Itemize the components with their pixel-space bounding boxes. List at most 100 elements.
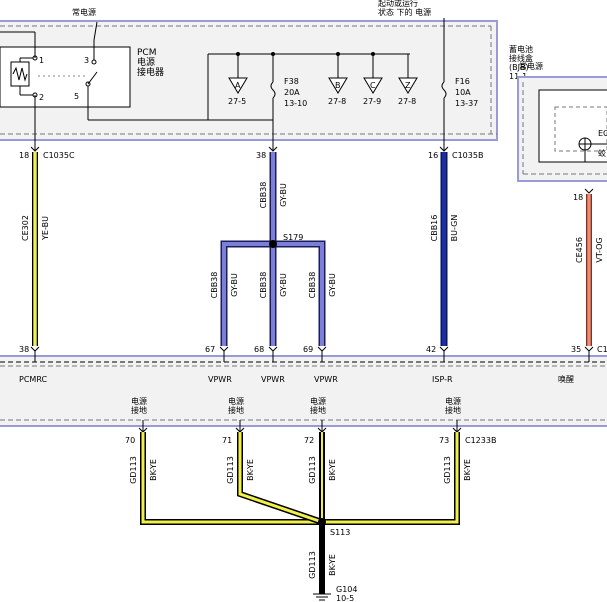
- splice-ref-b: B 27-8: [328, 77, 348, 106]
- pcm-pin-67: 67: [205, 345, 215, 354]
- svg-text:27-9: 27-9: [363, 97, 381, 106]
- wire-ce456-circuit: CE456: [575, 237, 584, 263]
- ground-pin-72: 72: [304, 436, 314, 445]
- wire-cbb38: [220, 152, 326, 346]
- ground-label-73a: 电源: [445, 396, 461, 406]
- wire-gd113: [140, 432, 460, 594]
- c1035b-label: C1035B: [452, 151, 483, 160]
- ground-label-72b: 接地: [310, 405, 326, 415]
- wire-cbb38-color-top: GY-BU: [279, 183, 288, 207]
- c1233b-label: C1233B: [465, 436, 496, 445]
- ground-label-71b: 接地: [228, 405, 244, 415]
- ground-ref: 10-5: [336, 594, 354, 602]
- fuse-f16-ref: 13-37: [455, 99, 478, 108]
- ground-label-70b: 接地: [131, 405, 147, 415]
- wire-cbb16-color: BU-GN: [450, 215, 459, 242]
- svg-text:27-5: 27-5: [228, 97, 246, 106]
- bjb-label-3: (BJB): [509, 63, 529, 72]
- wire-ce302-color: YE-BU: [41, 216, 50, 241]
- pcm-relay-label-2: 电源: [137, 56, 155, 68]
- bjb-partial-label2: 蛟: [598, 148, 606, 158]
- svg-text:C: C: [370, 81, 376, 90]
- c1035c-pin: 18: [19, 151, 29, 160]
- wire-gd113-color-72: BK-YE: [328, 459, 337, 481]
- run-start-label-1: 起动或运行: [378, 0, 418, 8]
- svg-text:27-8: 27-8: [398, 97, 416, 106]
- wire-cbb38-circuit-69: CBB38: [308, 272, 317, 299]
- pcm-relay-label-1: PCM: [137, 48, 156, 58]
- fuse-f38-name: F38: [284, 77, 299, 86]
- wire-cbb38-circuit-67: CBB38: [210, 272, 219, 299]
- wire-gd113-circuit-ground: GD113: [308, 551, 317, 579]
- wire-cbb16-circuit: CBB16: [430, 215, 439, 242]
- svg-text:27-8: 27-8: [328, 97, 346, 106]
- right-top-pin: 18: [573, 193, 583, 202]
- pcm-module-box: [0, 355, 607, 427]
- pcm-label-pcmrc: PCMRC: [19, 375, 47, 384]
- wire-gd113-circuit-70: GD113: [129, 456, 138, 484]
- cbb38-top-pin: 38: [256, 151, 266, 160]
- pcm-label-vpwr-68: VPWR: [261, 375, 285, 384]
- fuse-f16-name: F16: [455, 77, 470, 86]
- svg-text:B: B: [335, 81, 341, 90]
- pcm-label-isp-r: ISP-R: [432, 375, 453, 384]
- pcm-pin-38: 38: [19, 345, 29, 354]
- fuse-f16-rating: 10A: [455, 88, 471, 97]
- wire-gd113-circuit-71: GD113: [226, 456, 235, 484]
- wire-gd113-circuit-73: GD113: [443, 456, 452, 484]
- fuse-f38-ref: 13-10: [284, 99, 307, 108]
- splice-ref-z: Z 27-8: [398, 77, 418, 106]
- ground-pin-73: 73: [439, 436, 449, 445]
- wire-gd113-circuit-72: GD113: [308, 456, 317, 484]
- ground-label-72a: 电源: [310, 396, 326, 406]
- wire-gd113-color-73: BK-YE: [463, 459, 472, 481]
- relay-pin-1: 1: [39, 56, 44, 65]
- bjb-label-2: 接线盒: [509, 53, 533, 63]
- fuse-f16-icon: [441, 81, 447, 99]
- pcm-label-vpwr-69: VPWR: [314, 375, 338, 384]
- splice-s113: S113: [330, 528, 350, 537]
- ground-pin-70: 70: [125, 436, 135, 445]
- bjb-constant-power: 常电源: [519, 61, 543, 71]
- wire-cbb38-circuit-top: CBB38: [259, 182, 268, 209]
- pcm-right-partial: C1: [597, 345, 607, 354]
- run-start-label-2: 状态 下的 电源: [378, 7, 431, 17]
- wire-gd113-color-70: BK-YE: [149, 459, 158, 481]
- pcm-label-vpwr-67: VPWR: [208, 375, 232, 384]
- fuse-f38-icon: [270, 81, 276, 99]
- wire-cbb38-color-68: GY-BU: [279, 273, 288, 297]
- pcm-pin-35: 35: [571, 345, 581, 354]
- constant-power-label: 常电源: [72, 7, 96, 17]
- splice-s179: S179: [283, 233, 303, 242]
- wire-cbb38-circuit-68: CBB38: [259, 272, 268, 299]
- wire-gd113-color-71: BK-YE: [246, 459, 255, 481]
- fuse-f38-rating: 20A: [284, 88, 300, 97]
- relay-pin-5: 5: [74, 92, 79, 101]
- relay-pin-2: 2: [39, 93, 44, 102]
- ground-label-70a: 电源: [131, 396, 147, 406]
- bjb-partial-label: EC: [598, 129, 607, 138]
- wire-gd113-color-ground: BK-YE: [328, 554, 337, 576]
- pcm-pin-69: 69: [303, 345, 313, 354]
- wire-ce456-color: VT-OG: [595, 237, 604, 262]
- c1035c-label: C1035C: [43, 151, 75, 160]
- pcm-pin-42: 42: [426, 345, 436, 354]
- svg-text:A: A: [235, 81, 241, 90]
- bjb-relay-box: [538, 89, 607, 163]
- wire-cbb38-color-67: GY-BU: [230, 273, 239, 297]
- splice-ref-c: C 27-9: [363, 77, 383, 106]
- ground-icon: [313, 593, 331, 601]
- bjb-label-1: 蓄电池: [509, 44, 533, 54]
- relay-pin-3: 3: [84, 56, 89, 65]
- svg-text:Z: Z: [405, 81, 411, 90]
- ground-pin-71: 71: [222, 436, 232, 445]
- splice-ref-a: A 27-5: [228, 77, 248, 106]
- ground-name: G104: [336, 585, 357, 594]
- pcm-relay-label-3: 接电器: [137, 66, 164, 78]
- ground-label-71a: 电源: [228, 396, 244, 406]
- wire-ce302-circuit: CE302: [21, 215, 30, 241]
- pcm-label-wake: 唤醒: [558, 374, 574, 384]
- wire-cbb38-color-69: GY-BU: [328, 273, 337, 297]
